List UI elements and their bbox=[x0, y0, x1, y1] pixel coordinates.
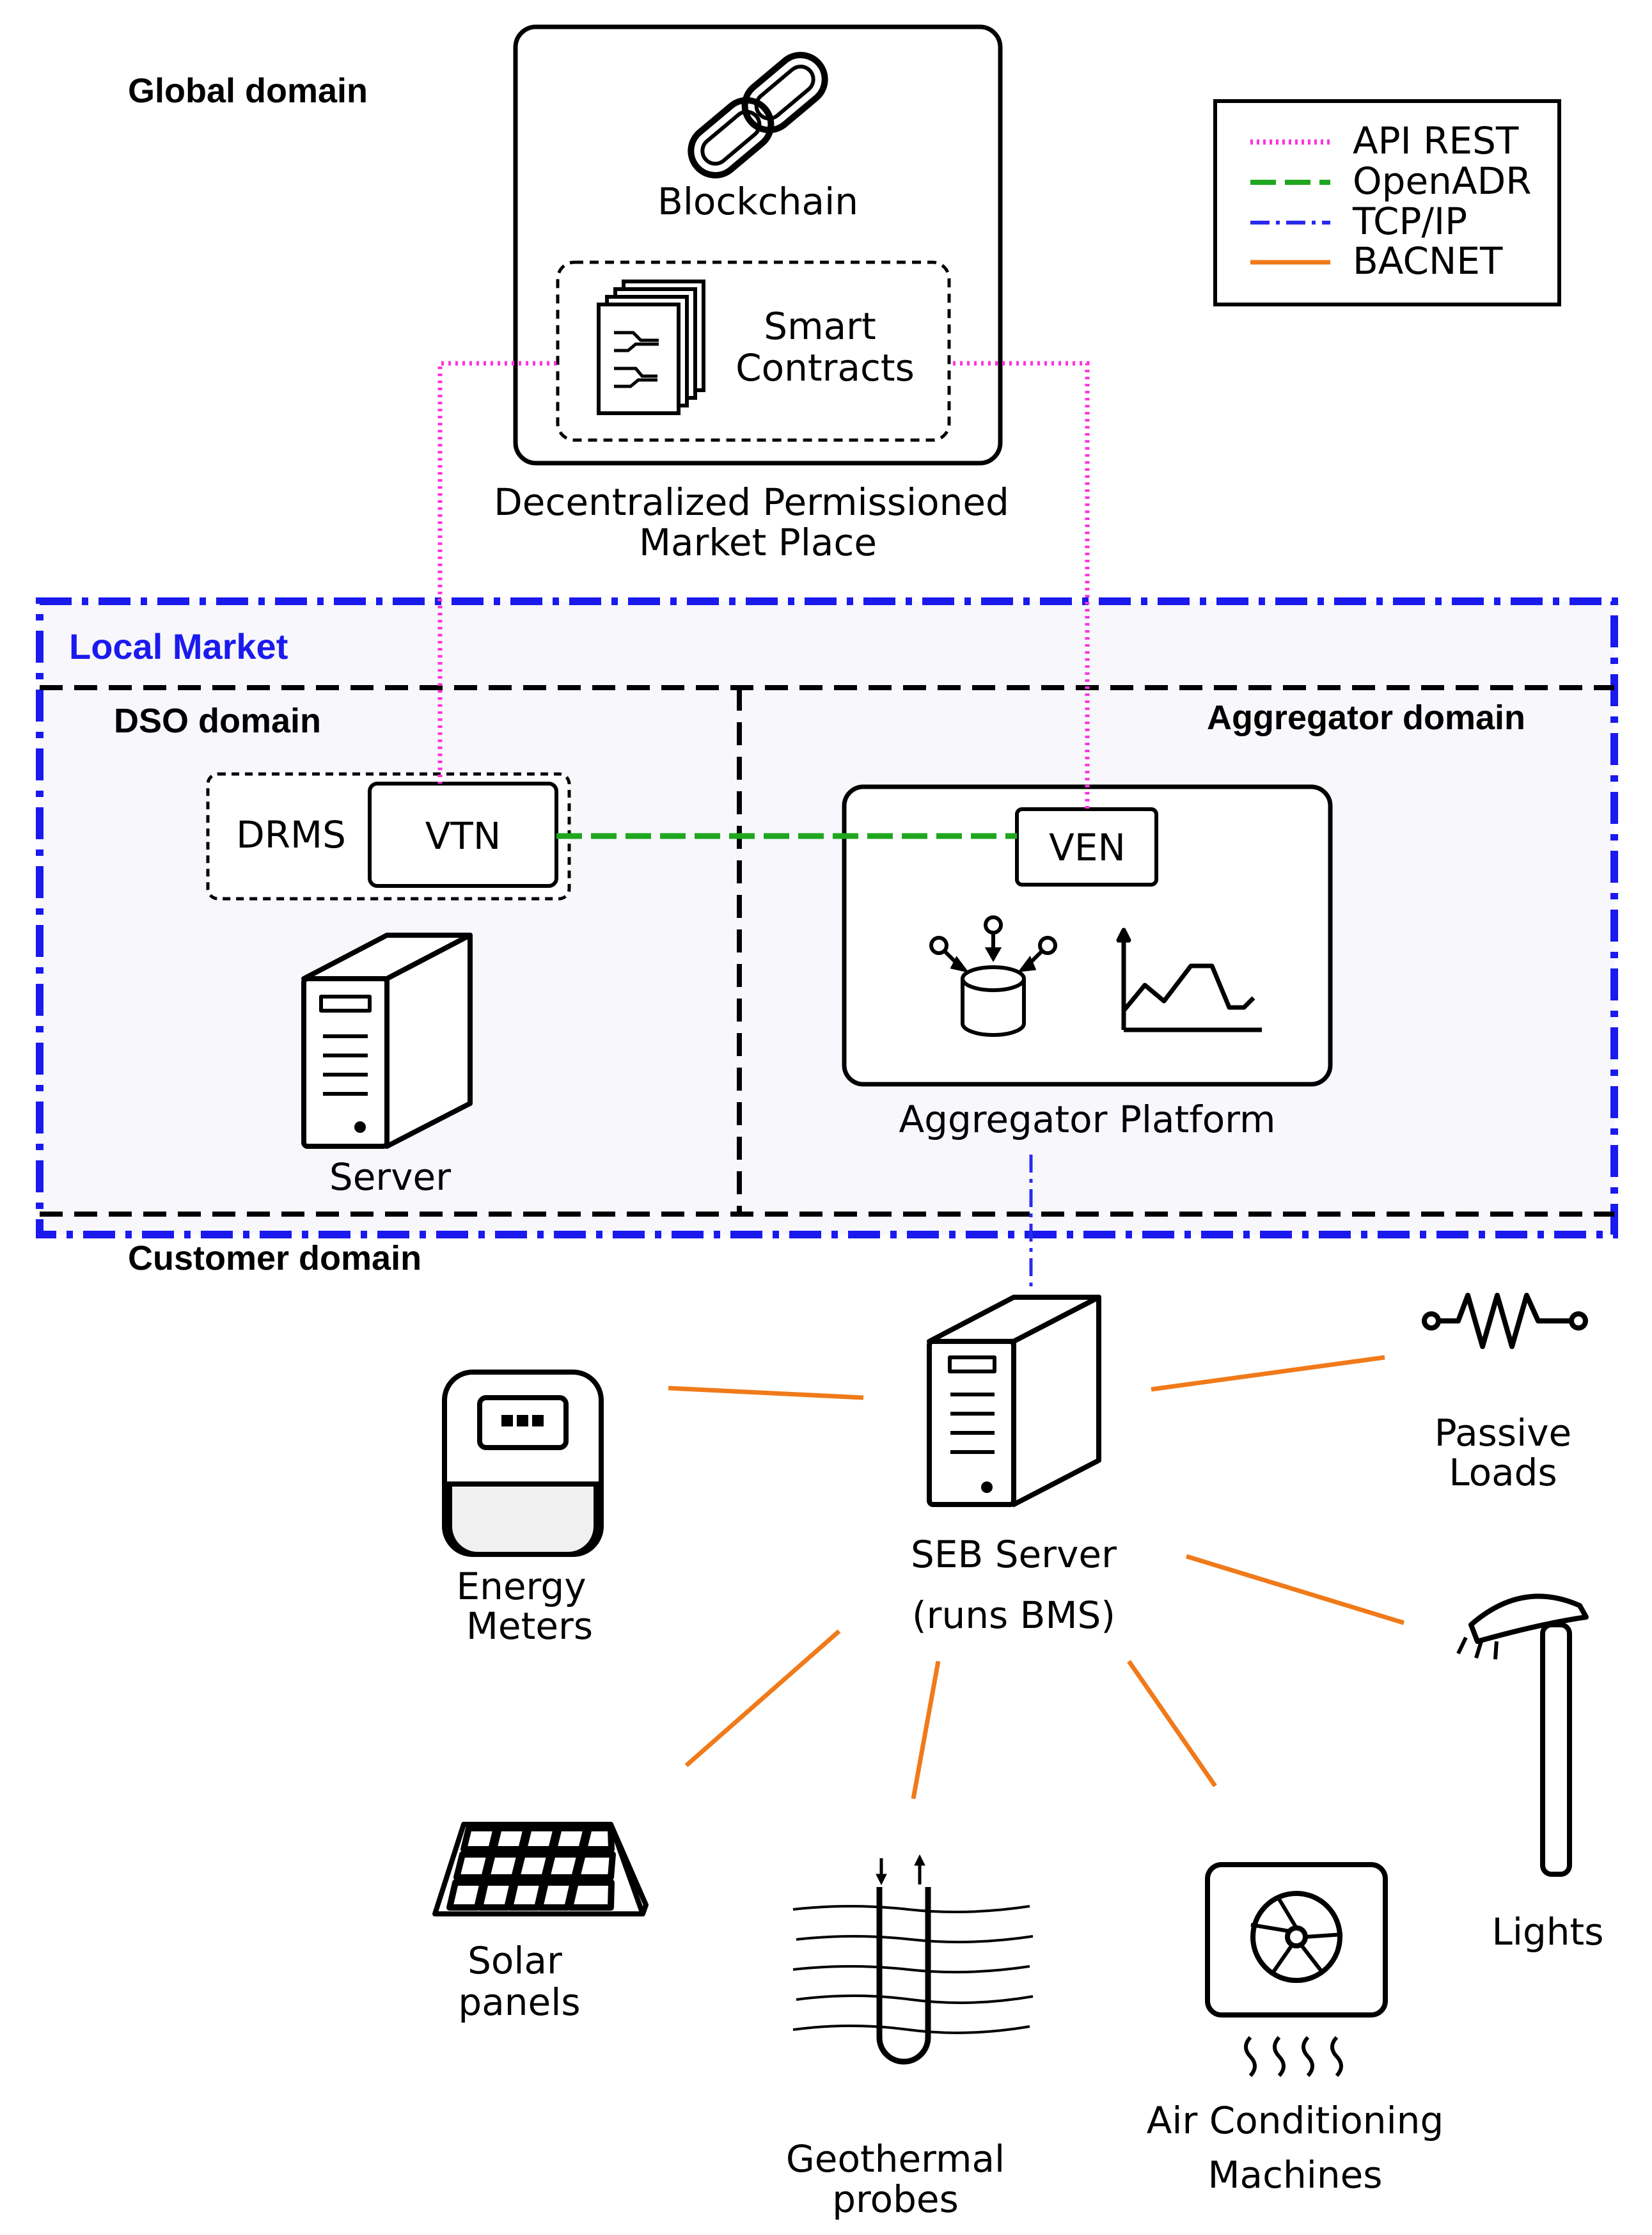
bacnet-links bbox=[668, 1355, 1405, 1799]
air-conditioning-icon bbox=[1205, 1862, 1388, 2078]
dso-domain-label: DSO domain bbox=[114, 702, 321, 740]
geothermal-probe-icon bbox=[792, 1854, 1034, 2065]
passive-loads-label-line2: Loads bbox=[1449, 1451, 1557, 1494]
lights-label: Lights bbox=[1492, 1910, 1604, 1954]
drms-label: DRMS bbox=[236, 813, 346, 857]
seb-server-label-line1: SEB Server bbox=[911, 1533, 1117, 1576]
blockchain-title: Blockchain bbox=[657, 180, 858, 223]
street-light-icon bbox=[1456, 1593, 1589, 1877]
local-market-label: Local Market bbox=[69, 626, 288, 667]
customer-domain-label: Customer domain bbox=[128, 1239, 421, 1277]
bacnet-link-energy-meters bbox=[668, 1386, 864, 1400]
air-conditioning-label-line2: Machines bbox=[1208, 2153, 1382, 2197]
energy-meters-label-line1: Energy bbox=[456, 1565, 586, 1608]
marketplace-caption-line2: Market Place bbox=[639, 521, 877, 564]
ven-box bbox=[1015, 807, 1158, 887]
solar-panels-label-line1: Solar bbox=[468, 1939, 562, 1982]
blockchain-box: Blockchain Smart Contracts bbox=[513, 24, 1003, 466]
chain-link-icon bbox=[688, 52, 828, 178]
air-conditioning-label-line1: Air Conditioning bbox=[1147, 2099, 1444, 2142]
passive-loads-label-line1: Passive bbox=[1435, 1411, 1571, 1455]
legend: API REST OpenADR TCP/IP BACNET bbox=[1213, 99, 1561, 306]
bacnet-link-solar bbox=[684, 1629, 841, 1767]
smart-contracts-line2: Contracts bbox=[736, 346, 915, 390]
energy-meters-label-line2: Meters bbox=[466, 1604, 593, 1648]
smart-contracts-line1: Smart bbox=[764, 304, 876, 348]
solar-panel-icon bbox=[432, 1822, 649, 1916]
dso-server-label: Server bbox=[329, 1155, 451, 1199]
legend-label-openadr: OpenADR bbox=[1353, 159, 1532, 203]
chart-icon bbox=[1116, 928, 1262, 1032]
ven-label: VEN bbox=[1049, 826, 1126, 869]
seb-server-label-line2: (runs BMS) bbox=[912, 1593, 1115, 1637]
energy-meter-icon bbox=[442, 1370, 604, 1557]
dso-server-icon bbox=[301, 933, 473, 1149]
marketplace-caption-line1: Decentralized Permissioned bbox=[494, 480, 1009, 524]
seb-server-icon bbox=[927, 1295, 1101, 1507]
aggregator-platform-caption: Aggregator Platform bbox=[899, 1098, 1275, 1141]
legend-label-api-rest: API REST bbox=[1353, 119, 1519, 162]
api-rest-link-vtn bbox=[437, 361, 556, 784]
vtn-label: VTN bbox=[425, 814, 501, 858]
local-market-box bbox=[36, 597, 1618, 1238]
bacnet-link-lights bbox=[1185, 1554, 1405, 1625]
aggregator-domain-label: Aggregator domain bbox=[1207, 699, 1525, 737]
bacnet-link-geothermal bbox=[911, 1661, 941, 1799]
documents-icon bbox=[597, 280, 705, 415]
legend-label-bacnet: BACNET bbox=[1353, 239, 1503, 283]
geothermal-label-line1: Geothermal bbox=[786, 2137, 1005, 2181]
global-domain-label: Global domain bbox=[128, 72, 368, 110]
api-rest-link-ven bbox=[953, 361, 1090, 809]
bacnet-link-passive-loads bbox=[1151, 1355, 1385, 1392]
solar-panels-label-line2: panels bbox=[458, 1980, 580, 2024]
database-icon bbox=[929, 915, 1057, 1037]
resistor-icon bbox=[1422, 1293, 1588, 1349]
bacnet-link-air-conditioning bbox=[1127, 1660, 1217, 1787]
geothermal-label-line2: probes bbox=[832, 2177, 959, 2221]
legend-label-tcpip: TCP/IP bbox=[1352, 200, 1467, 243]
